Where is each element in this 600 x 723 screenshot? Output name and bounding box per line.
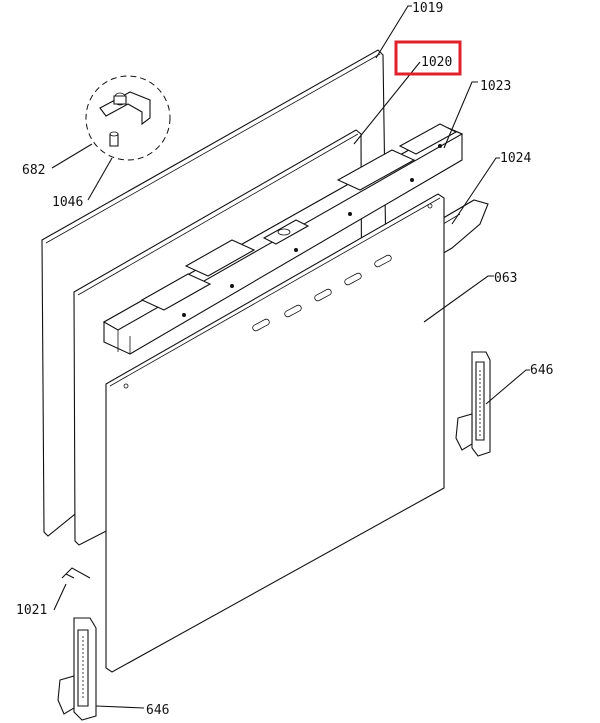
part-label-1046: 1046 [52,195,83,210]
part-label-1020: 1020 [421,55,452,70]
part-label-063: 063 [494,271,517,286]
part-label-1023: 1023 [480,79,511,94]
right-hinge [455,351,491,457]
front-door-panel [105,193,445,673]
top-trim-bar [102,123,464,355]
spring-clip [61,567,91,579]
part-label-646-bottom: 646 [146,703,169,718]
part-label-1024: 1024 [500,151,531,166]
highlight-box [394,40,462,76]
part-label-646-right: 646 [530,363,553,378]
leader-lines [51,5,530,709]
part-label-1019: 1019 [412,1,443,16]
part-label-1021: 1021 [16,603,47,618]
bottom-hinge [57,617,97,721]
part-label-682: 682 [22,163,45,178]
hinge-detail-inset [85,75,171,161]
